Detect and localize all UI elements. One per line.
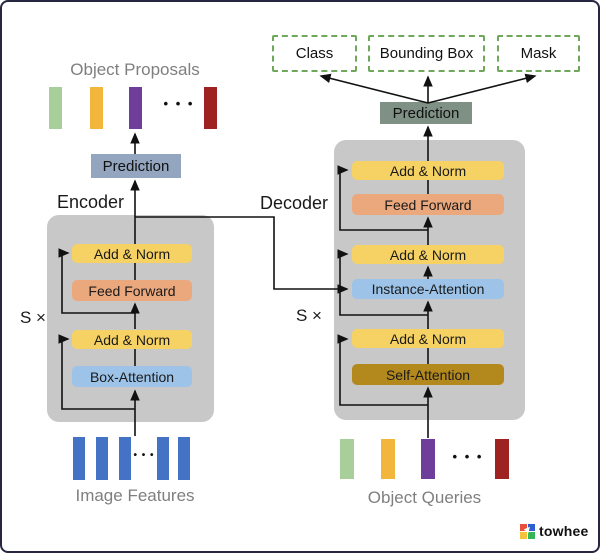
mask-output-box: Mask	[497, 35, 580, 72]
query-bar-yellow	[381, 439, 395, 479]
decoder-repeat-label: S ×	[296, 306, 322, 325]
image-feature-ellipsis: • • •	[133, 450, 155, 461]
image-features-title: Image Features	[75, 486, 195, 505]
encoder-layer-add-norm-2: Add & Norm	[72, 330, 192, 349]
decoder-layer-instance-attention: Instance-Attention	[352, 279, 504, 299]
decoder-layer-feed-forward: Feed Forward	[352, 194, 504, 215]
encoder-layer-add-norm-1: Add & Norm	[72, 244, 192, 263]
image-feature-bar-4	[157, 437, 169, 480]
proposal-bar-red	[204, 87, 217, 129]
towhee-logo-text: towhee	[539, 523, 589, 539]
encoder-repeat-label: S ×	[20, 308, 46, 327]
query-bar-green	[340, 439, 354, 479]
decoder-layer-add-norm-2: Add & Norm	[352, 245, 504, 264]
image-feature-bar-3	[119, 437, 131, 480]
object-proposals-title: Object Proposals	[70, 60, 200, 79]
encoder-layer-feed-forward: Feed Forward	[72, 280, 192, 301]
query-ellipsis: • • •	[452, 449, 484, 464]
decoder-prediction-box: Prediction	[380, 102, 472, 124]
decoder-layer-add-norm-3: Add & Norm	[352, 329, 504, 348]
object-queries-title: Object Queries	[367, 488, 482, 507]
image-feature-bar-5	[178, 437, 190, 480]
towhee-logo: towhee	[520, 523, 588, 539]
decoder-label: Decoder	[260, 193, 329, 213]
proposal-bar-purple	[129, 87, 142, 129]
encoder-prediction-box: Prediction	[91, 154, 181, 178]
decoder-layer-add-norm-1: Add & Norm	[352, 161, 504, 180]
query-bar-purple	[421, 439, 435, 479]
image-feature-bar-1	[73, 437, 85, 480]
bounding-box-output-box: Bounding Box	[368, 35, 485, 72]
query-bar-red	[495, 439, 509, 479]
encoder-layer-box-attention: Box-Attention	[72, 366, 192, 387]
decoder-layer-self-attention: Self-Attention	[352, 364, 504, 385]
class-output-box: Class	[272, 35, 357, 72]
proposal-bar-yellow	[90, 87, 103, 129]
image-feature-bar-2	[96, 437, 108, 480]
encoder-label: Encoder	[57, 192, 125, 212]
proposal-bar-green	[49, 87, 62, 129]
proposal-ellipsis: • • •	[163, 96, 195, 111]
towhee-logo-icon	[520, 523, 535, 539]
